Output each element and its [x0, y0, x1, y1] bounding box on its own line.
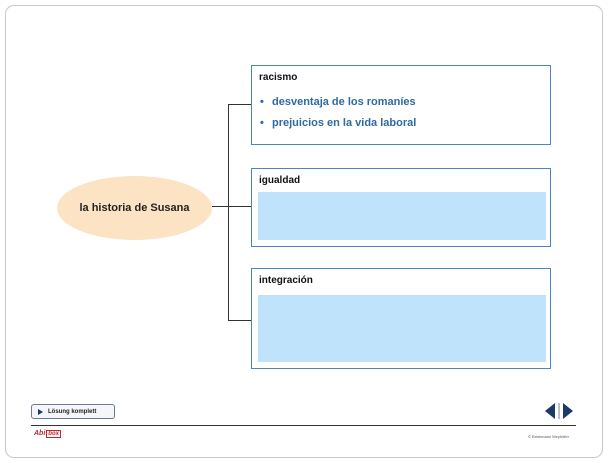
central-node: la historia de Susana — [57, 176, 212, 240]
list-item: •prejuicios en la vida laboral — [260, 117, 417, 129]
box-title: integración — [259, 275, 313, 286]
nav-divider — [558, 403, 560, 419]
show-solution-label: Lösung komplett — [48, 408, 97, 415]
box-title: racismo — [259, 72, 298, 83]
connector-vertical — [228, 104, 229, 320]
next-arrow-icon[interactable] — [563, 403, 573, 419]
central-node-label: la historia de Susana — [79, 202, 190, 214]
previous-arrow-icon[interactable] — [545, 403, 555, 419]
footer-divider — [31, 425, 576, 426]
bullet-list: •desventaja de los romaníes •prejuicios … — [260, 96, 416, 138]
box-racismo: racismo •desventaja de los romaníes •pre… — [251, 65, 551, 145]
box-title: igualdad — [259, 175, 301, 186]
list-item: •desventaja de los romaníes — [260, 96, 416, 108]
connector-integracion — [228, 320, 251, 321]
copyright-text: © Brinkmann Meyhöfer — [528, 434, 569, 439]
answer-field[interactable] — [258, 192, 546, 240]
connector-horizontal — [212, 206, 229, 207]
play-icon — [38, 408, 43, 415]
answer-field[interactable] — [258, 295, 546, 362]
box-igualdad: igualdad — [251, 168, 551, 247]
connector-igualdad — [228, 206, 251, 207]
box-integracion: integración — [251, 268, 551, 369]
connector-racismo — [228, 104, 251, 105]
show-solution-button[interactable]: Lösung komplett — [31, 404, 115, 419]
